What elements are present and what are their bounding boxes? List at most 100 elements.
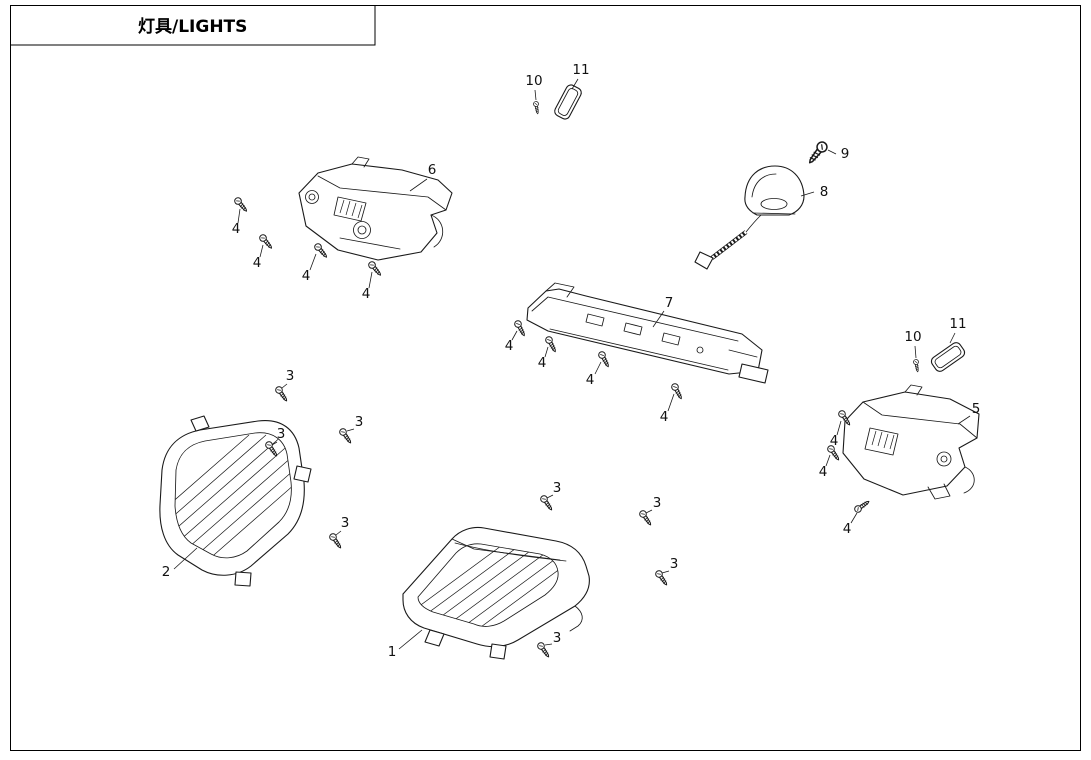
mounting-tab [293,465,312,483]
part-number-3: 3 [277,426,286,442]
page-border [10,5,1081,751]
callout-leader-line [571,78,579,90]
part-number-4: 4 [660,409,669,425]
part-drawing-5-bracket [842,384,980,500]
part-number-4: 4 [302,268,311,284]
callout-leader-line [398,629,423,650]
mounting-hole [353,221,371,239]
part-number-4: 4 [253,255,262,271]
callout-leader-line [409,178,428,192]
part-number-6: 6 [428,162,437,178]
part-number-4: 4 [538,355,547,371]
callout-leader-line [271,441,278,446]
part-number-10: 10 [525,73,542,89]
part-number-4: 4 [362,286,371,302]
callout-leader-line [594,361,602,375]
callout-leader-line [949,332,956,344]
callout-leader-line [368,271,373,289]
callout-leader-line [825,454,831,467]
callout-leader-line [827,149,837,155]
mounting-hole [696,346,704,354]
screw-icon [653,568,670,588]
part-number-9: 9 [841,146,850,162]
callout-leader-line [544,346,549,358]
part-number-3: 3 [653,495,662,511]
mounting-hole [305,190,319,204]
callout-leader-line [661,570,670,574]
mounting-tab [190,415,210,432]
part-number-11: 11 [572,62,589,78]
part-number-11: 11 [949,316,966,332]
part-number-3: 3 [286,368,295,384]
screw-icon [912,358,921,373]
vent-grille [333,196,367,222]
screw-icon [852,498,872,515]
mounting-tab [489,643,507,660]
part-drawing-1-headlight [402,526,590,660]
title-box [10,5,376,46]
callout-leader-line [511,330,518,341]
lens-hatching [418,543,559,627]
part-number-4: 4 [586,372,595,388]
part-number-4: 4 [830,433,839,449]
part-number-4: 4 [505,338,514,354]
harness-connector [694,251,714,270]
part-number-2: 2 [162,564,171,580]
vent-grille [864,427,899,456]
part-number-3: 3 [341,515,350,531]
callout-leader-line [281,383,288,389]
part-number-4: 4 [232,221,241,237]
callout-leader-line [309,253,317,271]
callout-leader-line [546,494,554,499]
screw-icon [273,384,290,404]
part-number-4: 4 [843,521,852,537]
callout-leader-line [800,191,815,197]
callout-leader-line [534,89,537,101]
bolt-icon [805,139,830,167]
screw-icon [532,100,541,115]
part-number-5: 5 [972,401,981,417]
callout-leader-line [544,643,553,646]
part-number-8: 8 [820,184,829,200]
part-drawing-11-reflector-top [554,84,582,120]
screw-icon [257,232,275,251]
part-number-1: 1 [388,644,397,660]
screw-icon [513,319,528,338]
part-number-7: 7 [665,295,674,311]
part-number-3: 3 [670,556,679,572]
part-drawing-11-reflector-right [930,342,966,372]
callout-leader-line [645,509,653,514]
page-title: 灯具/LIGHTS [138,17,247,37]
part-number-10: 10 [904,329,921,345]
part-drawing-7-crossmember [526,282,769,384]
callout-leader-line [667,393,675,412]
screw-icon [232,195,250,214]
callout-leader-line [237,208,241,224]
screw-icon [637,508,654,528]
lens-hatching [175,434,292,558]
part-number-3: 3 [553,480,562,496]
callout-leader-line [836,420,842,436]
part-drawing-8-tail-light [694,165,805,270]
callout-leader-line [259,244,264,258]
part-number-3: 3 [553,630,562,646]
part-number-3: 3 [355,414,364,430]
screw-icon [366,259,384,278]
callout-leader-line [957,415,971,425]
screw-icon [538,493,555,513]
mounting-tab [234,571,252,587]
callout-leader-line [173,547,198,570]
part-number-4: 4 [819,464,828,480]
callout-leader-line [346,428,355,432]
callout-leader-line [850,512,858,524]
callout-leader-line [335,530,342,536]
callout-leader-line [914,345,917,359]
screw-icon [312,241,330,260]
callout-leader-line [652,310,665,328]
mounting-hole [936,451,952,467]
screw-icon [327,531,344,551]
part-drawing-2-headlight [159,415,312,587]
